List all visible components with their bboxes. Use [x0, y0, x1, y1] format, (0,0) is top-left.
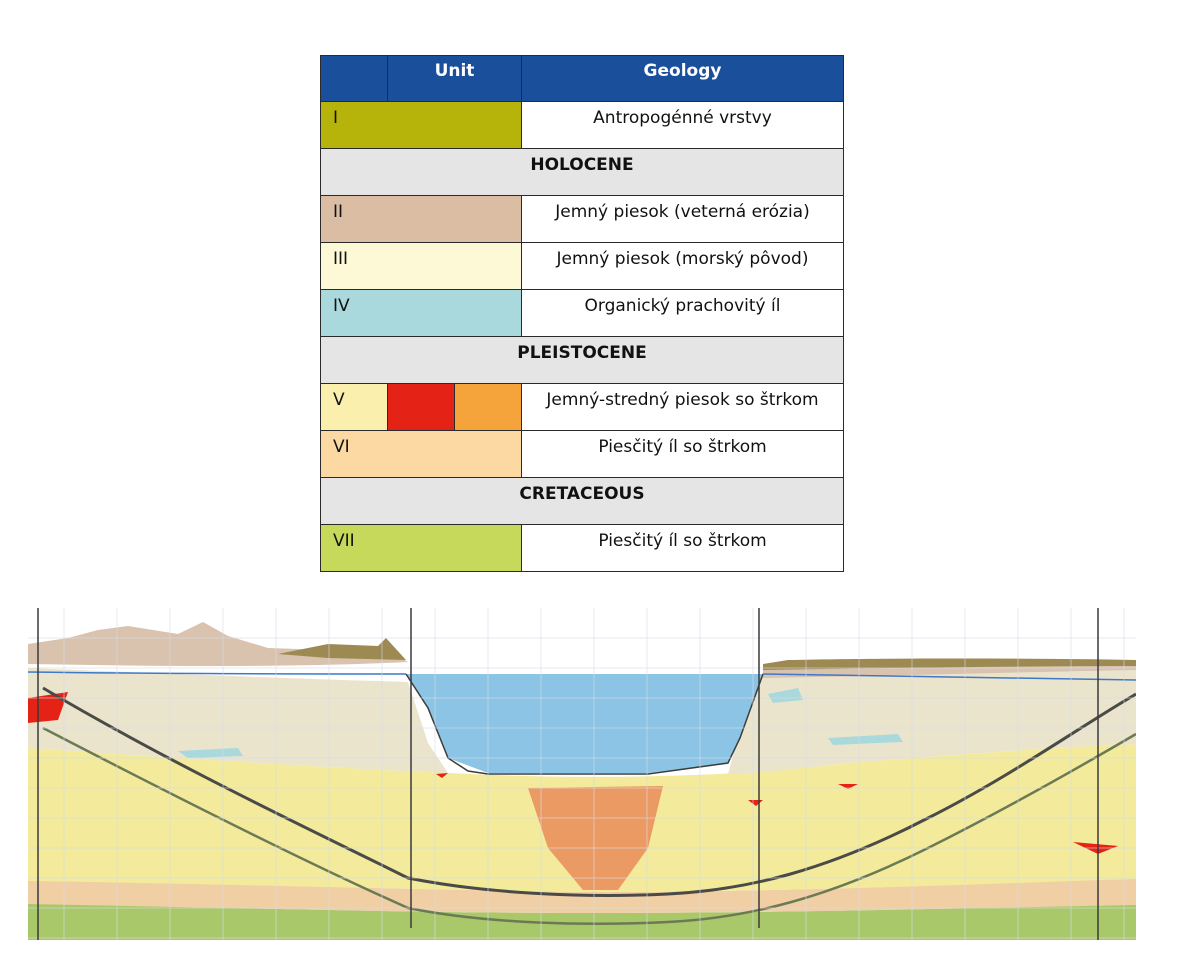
legend-row-VII: VII Piesčitý íl so štrkom	[320, 524, 844, 572]
period-label-cretaceous: CRETACEOUS	[320, 477, 844, 525]
unit-swatch-V: V	[320, 383, 388, 431]
legend-row-V: V Jemný-stredný piesok so štrkom	[320, 383, 844, 431]
channel-water	[406, 674, 763, 773]
legend-header-blank	[320, 55, 388, 102]
legend-row-II: II Jemný piesok (veterná erózia)	[320, 195, 844, 243]
unit-swatch-I: I	[320, 101, 522, 149]
layer-I-fill-left	[278, 638, 406, 660]
orange-plume	[528, 786, 663, 890]
geological-cross-section	[28, 608, 1136, 940]
red-lens	[436, 773, 448, 778]
legend-period-cretaceous: CRETACEOUS	[320, 477, 844, 525]
layer-IV-lens	[178, 748, 243, 758]
geology-legend-table: Unit Geology I Antropogénné vrstvy HOLOC…	[320, 55, 844, 572]
legend-period-holocene: HOLOCENE	[320, 148, 844, 196]
geology-label-II: Jemný piesok (veterná erózia)	[521, 195, 844, 243]
geology-label-I: Antropogénné vrstvy	[521, 101, 844, 149]
section-grid	[28, 608, 1136, 940]
unit-swatch-VI: VI	[320, 430, 522, 478]
layer-IV-lens	[828, 734, 903, 745]
groundwater-line	[28, 671, 1136, 681]
layer-I-fill-right	[763, 658, 1136, 670]
geology-label-V: Jemný-stredný piesok so štrkom	[521, 383, 844, 431]
unit-swatch-III: III	[320, 242, 522, 290]
unit-swatch-VII: VII	[320, 524, 522, 572]
legend-period-pleistocene: PLEISTOCENE	[320, 336, 844, 384]
legend-header-unit: Unit	[387, 55, 522, 102]
legend-row-VI: VI Piesčitý íl so štrkom	[320, 430, 844, 478]
red-lens	[838, 784, 858, 789]
legend-row-III: III Jemný piesok (morský pôvod)	[320, 242, 844, 290]
geology-label-VI: Piesčitý íl so štrkom	[521, 430, 844, 478]
tunnel-track-lower	[42, 726, 1136, 926]
layer-III-sand-right	[728, 666, 1136, 774]
unit-swatch-II: II	[320, 195, 522, 243]
legend-row-I: I Antropogénné vrstvy	[320, 101, 844, 149]
geology-label-IV: Organický prachovitý íl	[521, 289, 844, 337]
period-label-holocene: HOLOCENE	[320, 148, 844, 196]
geology-label-VII: Piesčitý íl so štrkom	[521, 524, 844, 572]
period-label-pleistocene: PLEISTOCENE	[320, 336, 844, 384]
unit-swatch-V-orange	[454, 383, 522, 431]
geology-label-III: Jemný piesok (morský pôvod)	[521, 242, 844, 290]
layer-III-sand	[28, 668, 448, 773]
legend-header-geology: Geology	[521, 55, 844, 102]
legend-row-IV: IV Organický prachovitý íl	[320, 289, 844, 337]
layer-IV-lens	[768, 688, 803, 703]
unit-swatch-IV: IV	[320, 289, 522, 337]
unit-swatch-V-red	[387, 383, 455, 431]
legend-header-row: Unit Geology	[320, 55, 844, 102]
